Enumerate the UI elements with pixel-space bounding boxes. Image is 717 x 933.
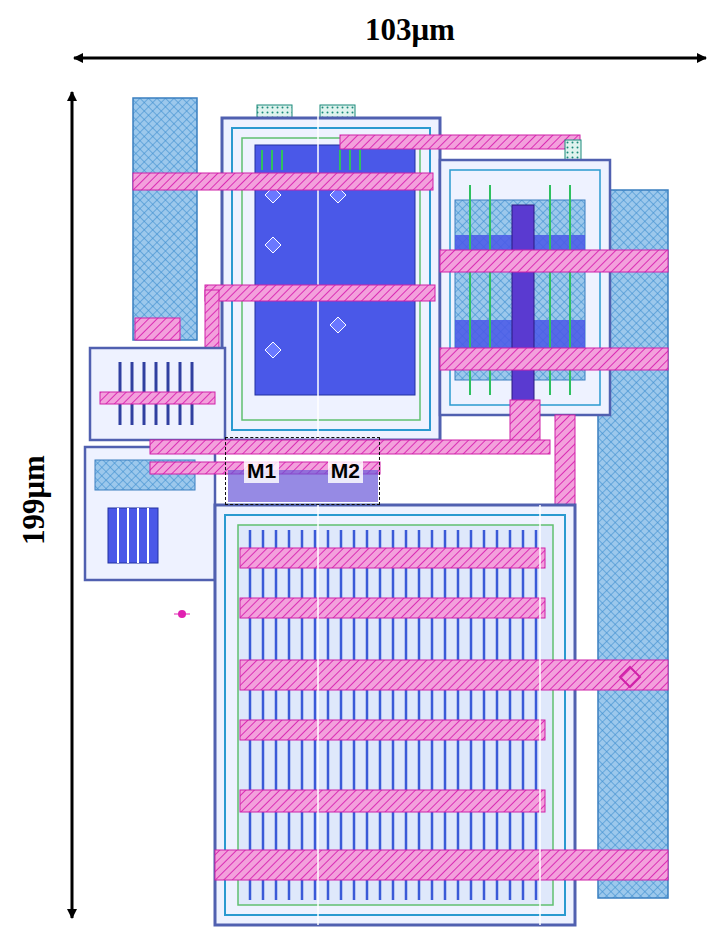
dimension-label: 199μm bbox=[17, 455, 51, 545]
dimension-label: 103μm bbox=[365, 13, 455, 47]
device-outline: M1 M2 bbox=[225, 437, 380, 505]
transistor-label: M2 bbox=[328, 459, 363, 483]
transistor-label: M1 bbox=[244, 459, 279, 483]
